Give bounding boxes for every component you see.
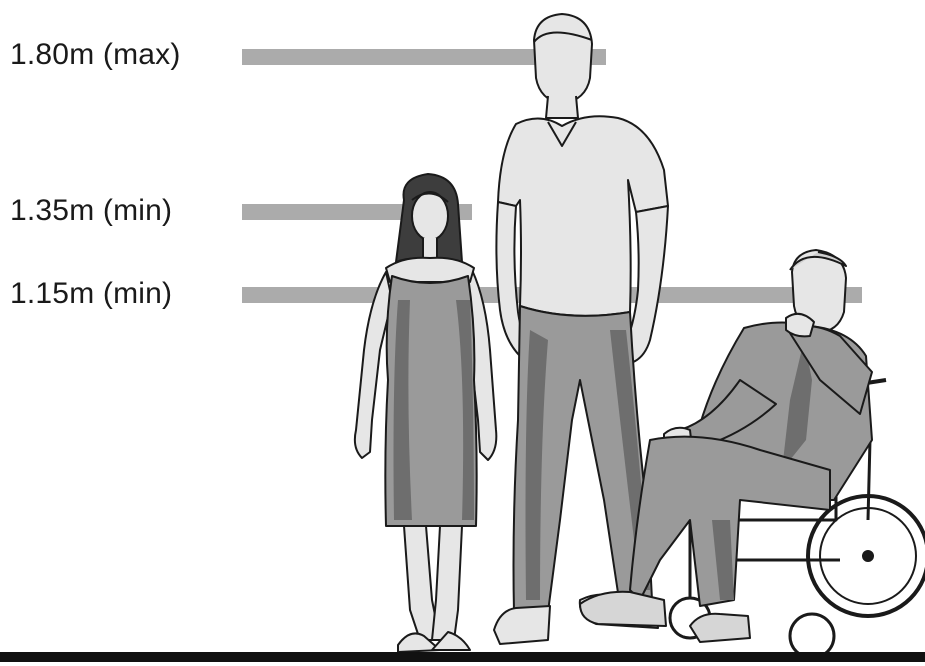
woman-figure bbox=[355, 174, 496, 652]
ground-line bbox=[0, 652, 925, 662]
